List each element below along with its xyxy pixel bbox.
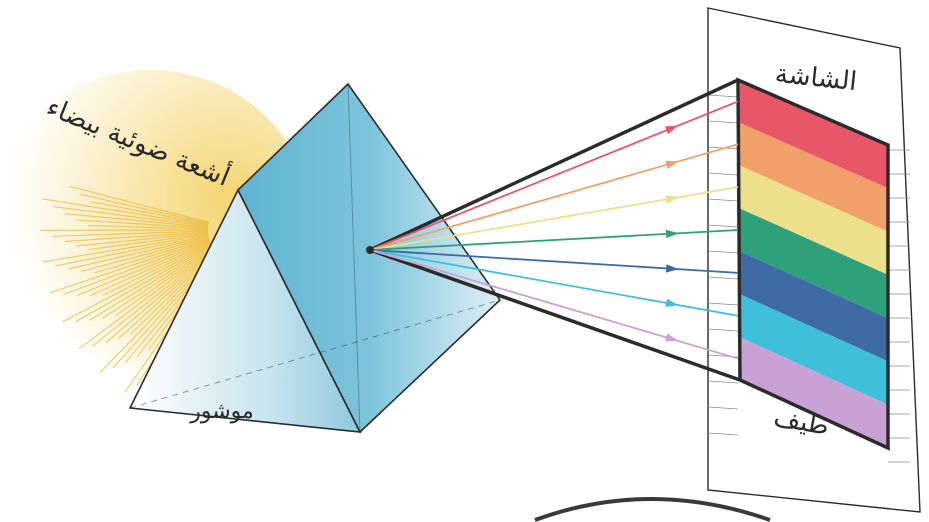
ray-arrowhead-cyan (666, 299, 679, 307)
ray-arrowhead-orange (665, 161, 678, 169)
ray-arrowhead-violet (665, 333, 678, 341)
ray-red (370, 101, 738, 250)
ray-arrowhead-yellow (666, 195, 679, 203)
ray-arrowhead-green (666, 230, 679, 238)
label-prism: موشور (189, 399, 254, 424)
ray-arrowhead-red (665, 126, 678, 135)
dispersion-point (366, 246, 374, 254)
bottom-arc-decoration (535, 499, 770, 520)
